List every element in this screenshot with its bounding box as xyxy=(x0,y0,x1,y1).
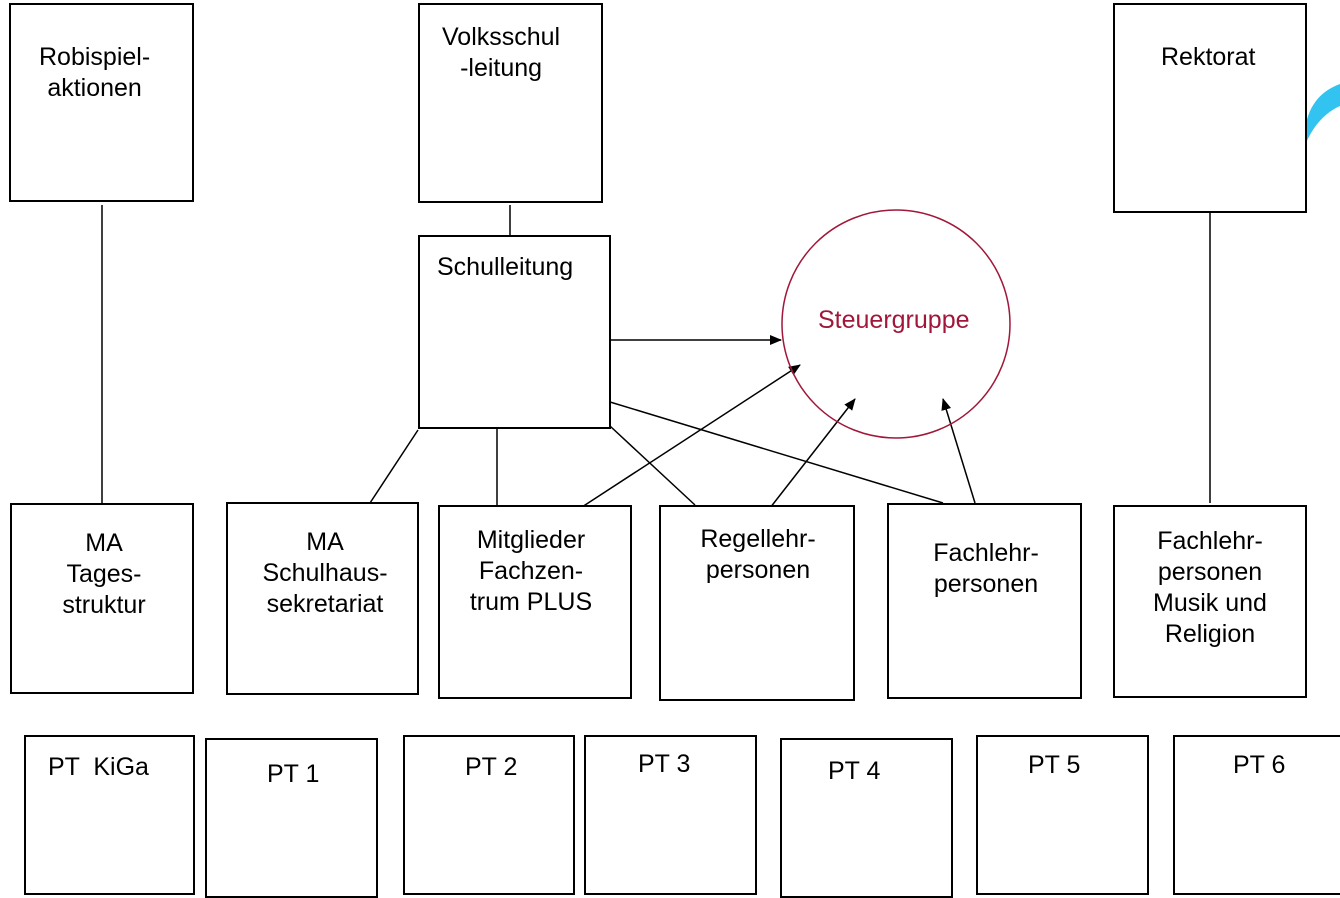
node-ma-tagesstruktur-label: MA Tages- struktur xyxy=(62,529,146,619)
line-schulleitung-regellehr xyxy=(609,425,696,506)
node-fachlehrpersonen-label: Fachlehr- personen xyxy=(933,539,1039,598)
node-pt-1: PT 1 xyxy=(205,738,378,898)
node-schulleitung-label: Schulleitung xyxy=(437,253,574,281)
steuergruppe-circle xyxy=(781,209,1011,439)
node-mitglieder-fachzentrum-plus: Mitglieder Fachzen- trum PLUS xyxy=(438,505,632,699)
node-fachlehrpersonen: Fachlehr- personen xyxy=(887,503,1082,699)
node-ma-schulhaussekretariat: MA Schulhaus- sekretariat xyxy=(226,502,419,695)
arrow-regellehr-steuergruppe xyxy=(769,398,856,509)
cyan-swoosh-shape xyxy=(1303,84,1340,148)
node-pt-4-label: PT 4 xyxy=(828,757,881,785)
node-pt-2: PT 2 xyxy=(403,735,575,895)
node-fachlehrpersonen-musik-religion-label: Fachlehr- personen Musik und Religion xyxy=(1153,527,1267,648)
arrow-fachlehr-steuergruppe xyxy=(941,398,976,504)
node-pt-kiga: PT KiGa xyxy=(24,735,195,895)
node-rektorat: Rektorat xyxy=(1113,3,1307,213)
arrow-mitglieder-steuergruppe xyxy=(581,364,801,508)
node-robispielaktionen: Robispiel- aktionen xyxy=(9,3,194,202)
node-ma-tagesstruktur: MA Tages- struktur xyxy=(10,503,194,694)
node-pt-3: PT 3 xyxy=(584,735,757,895)
node-robispielaktionen-label: Robispiel- aktionen xyxy=(39,43,151,102)
node-pt-4: PT 4 xyxy=(780,738,953,898)
node-pt-2-label: PT 2 xyxy=(465,753,518,781)
node-regellehrpersonen: Regellehr- personen xyxy=(659,505,855,701)
node-pt-kiga-label: PT KiGa xyxy=(48,753,149,781)
node-mitglieder-fachzentrum-plus-label: Mitglieder Fachzen- trum PLUS xyxy=(469,526,593,616)
node-rektorat-label: Rektorat xyxy=(1161,43,1256,71)
node-volksschulleitung-label: Volksschul -leitung xyxy=(442,23,561,82)
node-pt-5-label: PT 5 xyxy=(1028,751,1081,779)
node-pt-1-label: PT 1 xyxy=(267,760,320,788)
node-pt-5: PT 5 xyxy=(976,735,1149,895)
node-schulleitung: Schulleitung xyxy=(418,235,611,429)
line-schulleitung-ma-sekretariat xyxy=(369,429,419,504)
node-pt-6: PT 6 xyxy=(1173,735,1340,895)
steuergruppe-label: Steuergruppe xyxy=(818,306,970,334)
node-regellehrpersonen-label: Regellehr- personen xyxy=(700,525,816,584)
node-volksschulleitung: Volksschul -leitung xyxy=(418,3,603,203)
node-fachlehrpersonen-musik-religion: Fachlehr- personen Musik und Religion xyxy=(1113,505,1307,698)
node-pt-6-label: PT 6 xyxy=(1233,751,1286,779)
line-schulleitung-fachlehr xyxy=(609,401,944,504)
node-pt-3-label: PT 3 xyxy=(638,750,691,778)
node-ma-schulhaussekretariat-label: MA Schulhaus- sekretariat xyxy=(262,528,388,618)
